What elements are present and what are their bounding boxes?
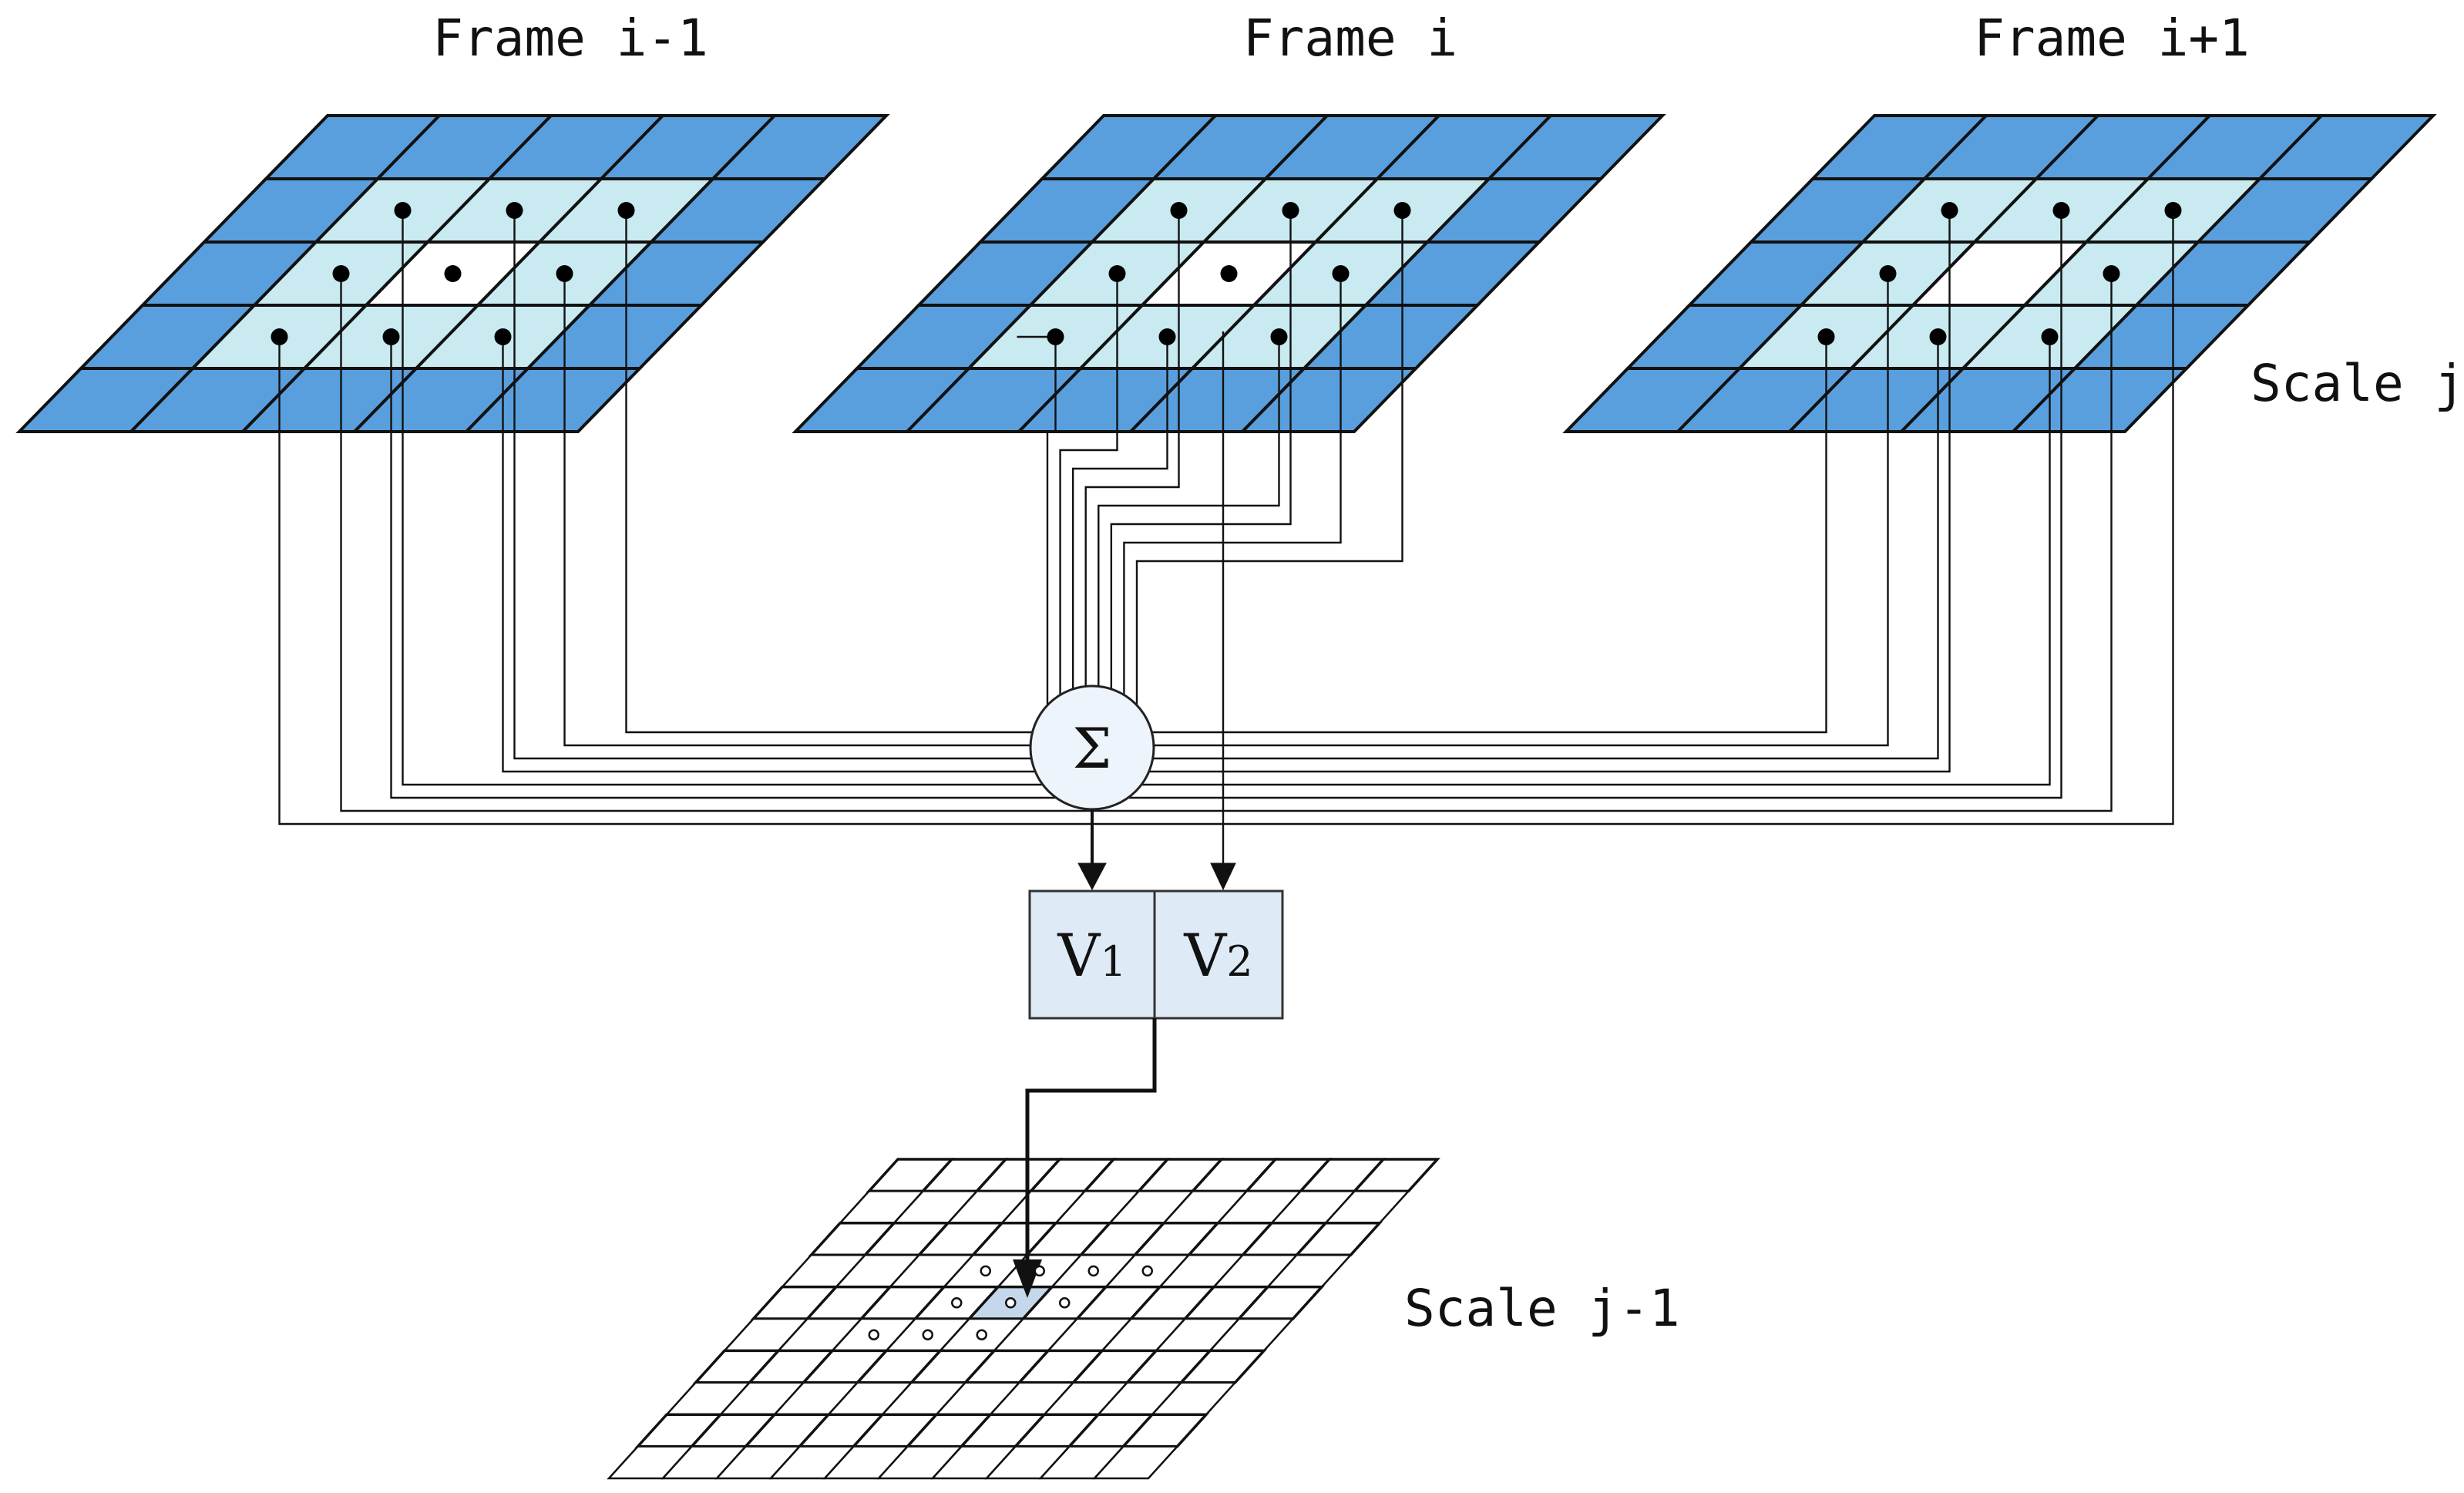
output-boxes: V1 V2 — [1028, 889, 1284, 1020]
frame-grid-prev — [15, 114, 890, 433]
wire — [563, 274, 1031, 747]
arrow-box-to-target — [1025, 1018, 1157, 1272]
wire — [1148, 210, 1951, 773]
wire — [502, 337, 1036, 773]
connector-dot — [271, 328, 288, 345]
connector-dot — [1879, 265, 1897, 282]
connector-dot — [382, 328, 400, 345]
connector-dot — [506, 202, 523, 219]
wire — [513, 210, 1032, 760]
connector-dot — [1941, 202, 1958, 219]
connector-dot — [444, 265, 462, 282]
wire — [1153, 274, 1889, 747]
wire — [1152, 337, 1939, 760]
connector-dot — [1817, 328, 1835, 345]
arrow-head-v2 — [1210, 863, 1236, 891]
fine-dot — [1059, 1297, 1071, 1309]
scale-j-minus-1-label: Scale j-1 — [1404, 1279, 1680, 1338]
connector-dot — [1220, 265, 1238, 282]
frame-label-prev: Frame i-1 — [432, 8, 708, 68]
wire — [1092, 274, 2113, 812]
fine-grid-dots — [868, 1265, 1153, 1340]
fine-dot — [1141, 1265, 1153, 1277]
frame-label-next: Frame i+1 — [1974, 8, 2250, 68]
fine-dot — [1087, 1265, 1099, 1277]
fine-dot — [976, 1329, 987, 1340]
wire — [1084, 210, 1180, 687]
connector-dot — [2041, 328, 2059, 345]
connector-dot — [1282, 202, 1299, 219]
connector-dot — [1047, 328, 1064, 345]
wire — [402, 210, 1043, 786]
wire — [1059, 274, 1118, 695]
wire — [340, 274, 1092, 812]
wire — [390, 337, 1057, 799]
connector-dot — [1170, 202, 1188, 219]
connector-dot — [1393, 202, 1411, 219]
summation-symbol: Σ — [1073, 716, 1112, 781]
wire — [625, 210, 1033, 734]
scale-j-label: Scale j — [2251, 354, 2464, 413]
fine-dot — [980, 1265, 991, 1277]
arrows-to-boxes — [1077, 331, 1236, 891]
connection-wires — [278, 210, 2174, 826]
v1-box — [1028, 889, 1156, 1020]
v1-label: V1 — [1057, 921, 1126, 990]
v2-box — [1153, 889, 1284, 1020]
connector-dot — [1108, 265, 1126, 282]
wire — [1071, 337, 1168, 689]
arrow-head-v1 — [1077, 863, 1107, 891]
wire — [1123, 274, 1342, 695]
connector-dot — [332, 265, 350, 282]
fine-dot — [922, 1329, 933, 1340]
frame-label-current: Frame i — [1243, 8, 1457, 68]
fine-dot — [1005, 1297, 1017, 1309]
fine-dot — [1034, 1265, 1045, 1277]
connector-dot — [1158, 328, 1176, 345]
connector-dots — [271, 202, 2182, 345]
connector-dot — [494, 328, 512, 345]
frame-grid-next — [1562, 114, 2437, 433]
connector-dot — [2052, 202, 2070, 219]
v2-label: V2 — [1183, 921, 1252, 990]
wire — [1135, 210, 1403, 705]
wire — [1128, 210, 2062, 799]
summation-node: Σ — [1029, 684, 1155, 811]
connector-dot — [1332, 265, 1350, 282]
outer-cell — [462, 367, 644, 433]
wire — [278, 337, 1092, 826]
wire — [1092, 210, 2174, 826]
outer-cell — [1239, 367, 1420, 433]
connector-dot — [556, 265, 573, 282]
connector-dot — [1929, 328, 1947, 345]
wire — [1046, 337, 1057, 705]
fine-cell — [1092, 1445, 1180, 1480]
fine-dot — [951, 1297, 963, 1309]
connector-dot — [1270, 328, 1288, 345]
wire — [1151, 337, 1827, 734]
outer-cell — [2009, 367, 2190, 433]
fine-grid-scale-j-1 — [607, 1158, 1440, 1480]
wire — [1141, 337, 2051, 786]
connector-dot — [394, 202, 412, 219]
connector-dot — [2103, 265, 2120, 282]
fine-dot — [868, 1329, 879, 1340]
wire — [1110, 210, 1292, 689]
connector-dot — [617, 202, 635, 219]
connector-dot — [2164, 202, 2182, 219]
wire — [1098, 337, 1280, 687]
